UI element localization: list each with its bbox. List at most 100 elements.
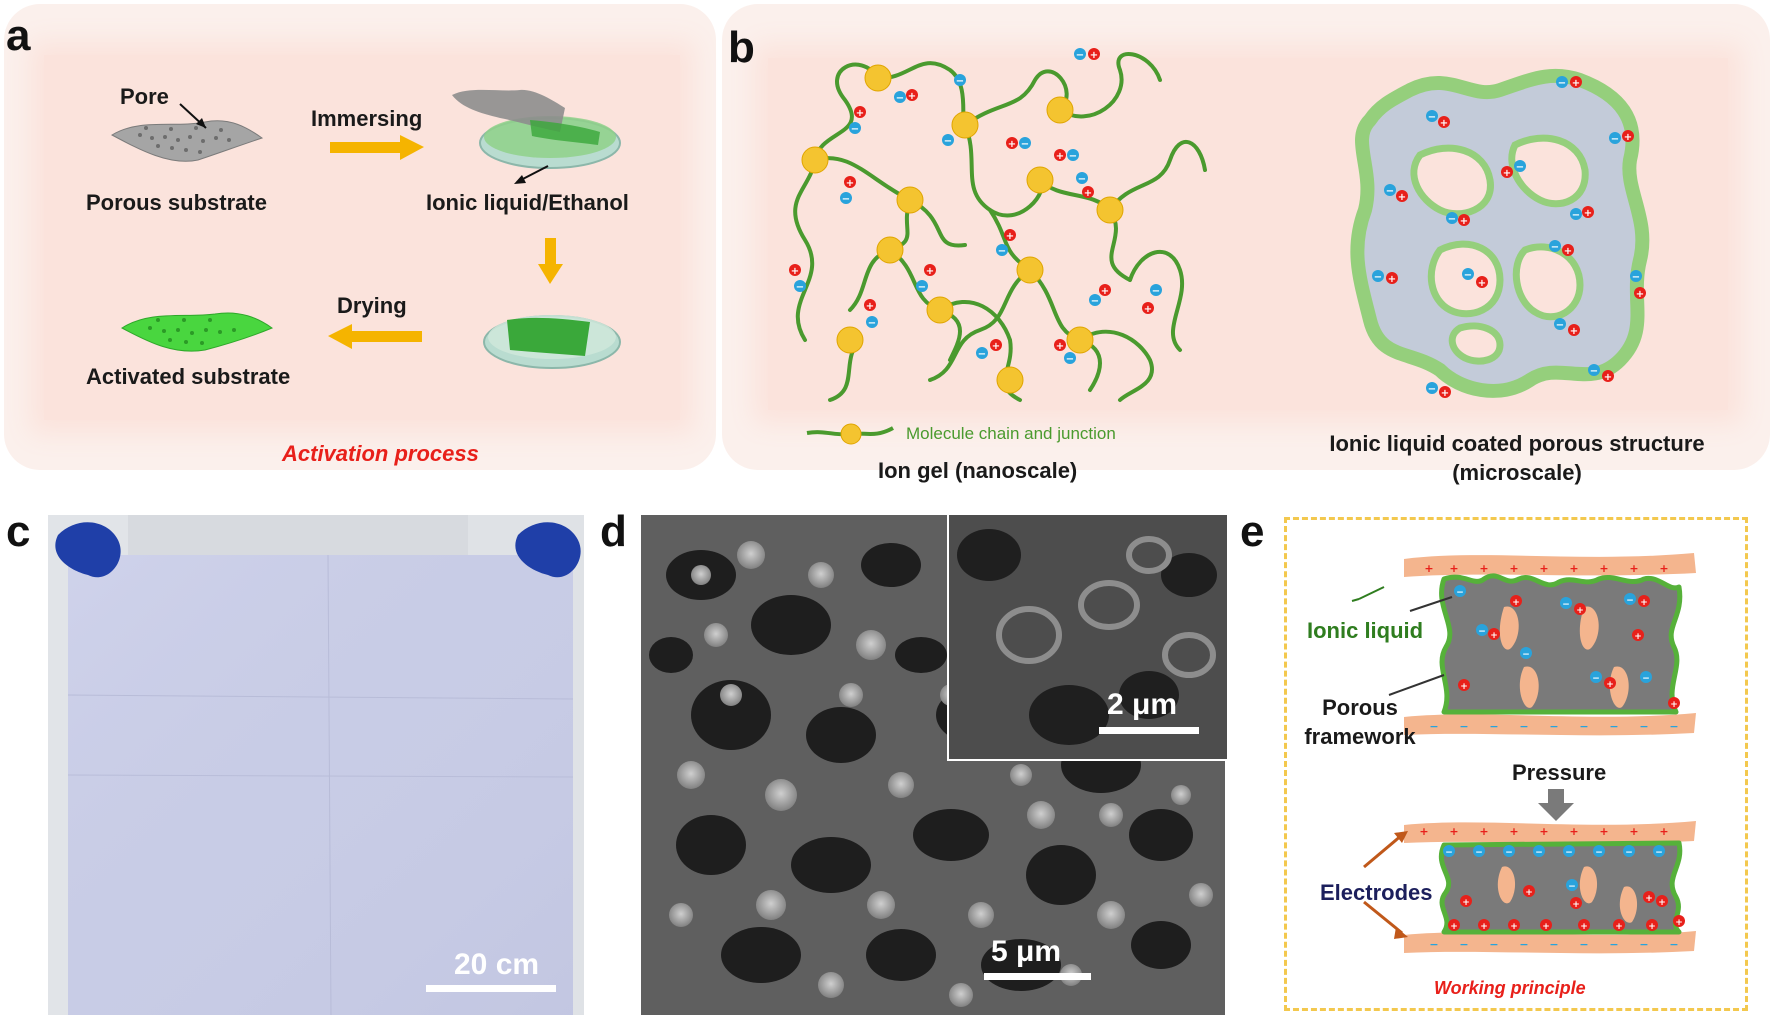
svg-text:+: +: [866, 301, 874, 312]
ionic-liquid-coated-porous-structure: − + − + − + + − − + − + − + − + − + − + …: [1350, 68, 1650, 399]
svg-text:+: +: [1056, 151, 1064, 162]
ionic-liquid-ethanol-label: Ionic liquid/Ethanol: [426, 190, 629, 215]
svg-text:+: +: [908, 91, 916, 102]
svg-text:+: +: [1670, 700, 1678, 710]
svg-text:+: +: [1629, 562, 1638, 575]
svg-text:−: −: [978, 349, 986, 360]
svg-text:−: −: [1639, 720, 1648, 733]
svg-text:+: +: [1624, 132, 1632, 143]
petri-dish-immersing: [452, 89, 621, 169]
svg-text:−: −: [1429, 720, 1438, 733]
svg-text:−: −: [1558, 78, 1566, 89]
svg-text:−: −: [1445, 848, 1453, 858]
svg-text:+: +: [1599, 825, 1608, 838]
svg-text:−: −: [1549, 720, 1558, 733]
svg-text:−: −: [1489, 720, 1498, 733]
svg-text:+: +: [1570, 326, 1578, 337]
sem-texture: [641, 515, 1225, 1015]
bottom-device: ++++ +++++ −−−− −−−−− − − − − − − − − − …: [1363, 821, 1696, 954]
svg-text:−: −: [1464, 270, 1472, 281]
svg-text:−: −: [1078, 174, 1086, 185]
svg-text:+: +: [1525, 888, 1533, 898]
sem-inset-texture: [949, 515, 1227, 759]
svg-text:+: +: [1450, 922, 1458, 932]
panel-label-a: a: [6, 11, 31, 60]
svg-text:−: −: [1429, 938, 1438, 951]
svg-text:+: +: [1144, 304, 1152, 315]
svg-text:−: −: [944, 136, 952, 147]
pressure-arrow: [1538, 789, 1574, 821]
svg-text:−: −: [1592, 674, 1600, 684]
electrodes-label: Electrodes: [1320, 880, 1433, 905]
svg-text:+: +: [1640, 598, 1648, 608]
svg-text:−: −: [1456, 588, 1464, 598]
svg-text:+: +: [1480, 922, 1488, 932]
working-principle-caption: Working principle: [1434, 978, 1586, 998]
svg-text:−: −: [1611, 134, 1619, 145]
immersing-arrow: [330, 135, 424, 160]
ion-gel-label: Ion gel (nanoscale): [878, 458, 1078, 483]
svg-text:−: −: [1579, 720, 1588, 733]
legend-chain-junction-text: Molecule chain and junction: [906, 424, 1116, 443]
svg-text:−: −: [1626, 596, 1634, 606]
sem-inset-micrograph: 2 μm: [947, 515, 1227, 761]
activated-substrate-sheet: [121, 312, 274, 352]
svg-text:−: −: [796, 282, 804, 293]
activation-process-caption: Activation process: [282, 441, 479, 466]
svg-text:−: −: [1549, 938, 1558, 951]
svg-text:+: +: [1503, 168, 1511, 179]
svg-text:+: +: [1572, 900, 1580, 910]
svg-text:−: −: [1535, 848, 1543, 858]
porous-framework-label-line2: framework: [1304, 724, 1416, 749]
svg-text:+: +: [1658, 898, 1666, 908]
scale-label-d: 5 μm: [991, 935, 1062, 968]
svg-text:−: −: [1655, 848, 1663, 858]
svg-text:+: +: [1424, 562, 1433, 575]
panel-label-b: b: [728, 23, 755, 72]
svg-text:+: +: [1008, 139, 1016, 150]
svg-text:−: −: [1632, 272, 1640, 283]
scale-label-c: 20 cm: [454, 948, 540, 981]
scale-label-inset: 2 μm: [1107, 688, 1178, 721]
svg-text:+: +: [1006, 231, 1014, 242]
svg-text:−: −: [1579, 938, 1588, 951]
svg-text:−: −: [1428, 112, 1436, 123]
svg-text:−: −: [1609, 720, 1618, 733]
svg-text:+: +: [1659, 825, 1668, 838]
svg-text:−: −: [1519, 938, 1528, 951]
svg-text:−: −: [868, 318, 876, 329]
sem-micrograph: 5 μm: [641, 515, 1225, 1015]
pore-label: Pore: [120, 84, 169, 109]
svg-text:+: +: [1675, 918, 1683, 928]
svg-text:−: −: [1374, 272, 1382, 283]
svg-text:+: +: [1580, 922, 1588, 932]
ionic-liquid-label: Ionic liquid: [1307, 618, 1424, 643]
immersing-label: Immersing: [311, 106, 423, 131]
svg-text:+: +: [1449, 562, 1458, 575]
svg-text:+: +: [1539, 562, 1548, 575]
svg-text:+: +: [1512, 598, 1520, 608]
svg-text:+: +: [1398, 192, 1406, 203]
svg-text:+: +: [1388, 274, 1396, 285]
svg-text:+: +: [1056, 341, 1064, 352]
coated-structure-label-line1: Ionic liquid coated porous structure: [1329, 431, 1705, 456]
floating-ion-pair: − +: [1074, 48, 1100, 61]
svg-text:−: −: [1639, 938, 1648, 951]
porous-substrate-sheet: [110, 120, 264, 162]
svg-text:+: +: [1440, 118, 1448, 129]
svg-text:−: −: [1595, 848, 1603, 858]
svg-text:−: −: [1428, 384, 1436, 395]
svg-text:−: −: [1669, 720, 1678, 733]
svg-text:+: +: [1572, 78, 1580, 89]
scale-bar-d: [984, 973, 1091, 980]
svg-text:−: −: [1590, 366, 1598, 377]
left-glove: [55, 522, 121, 578]
pressure-label: Pressure: [1512, 760, 1607, 785]
svg-text:−: −: [1478, 627, 1486, 637]
scale-bar-c: [426, 985, 556, 992]
svg-text:+: +: [1462, 898, 1470, 908]
legend-chain-junction-icon: [806, 423, 894, 445]
svg-text:+: +: [1542, 922, 1550, 932]
svg-text:+: +: [1648, 922, 1656, 932]
panel-label-e: e: [1240, 507, 1265, 556]
